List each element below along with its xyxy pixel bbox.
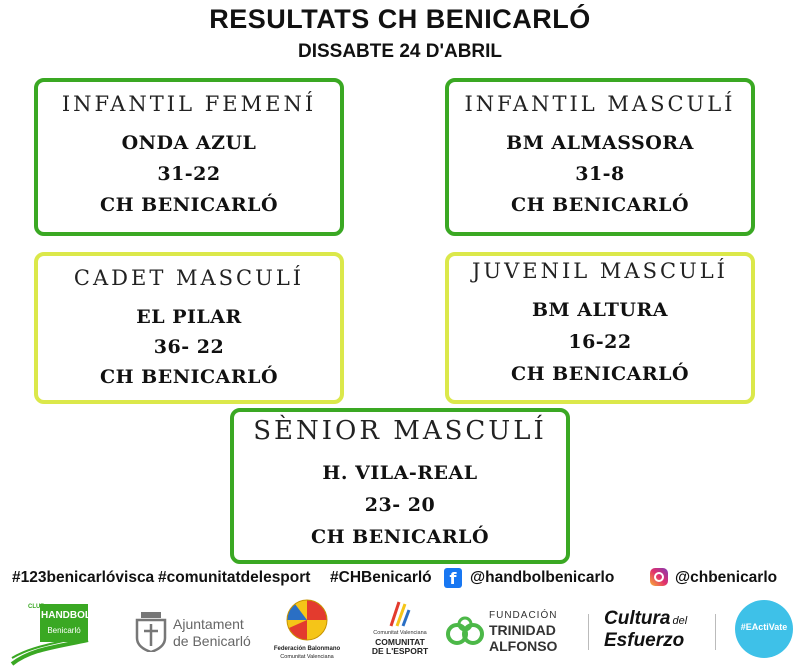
cultura-esfuerzo-line2: Esfuerzo (604, 630, 685, 651)
social-footer: #123benicarlóvisca #comunitatdelesport #… (0, 567, 800, 591)
fundacion-line2: TRINIDAD (489, 622, 556, 638)
ajuntament-line2: de Benicarló (173, 633, 251, 649)
sponsor-logos: CLUB HANDBOL Benicarló Ajuntament de Ben… (0, 594, 800, 671)
ajuntament-line1: Ajuntament (173, 616, 244, 632)
score: 31-22 (157, 163, 221, 185)
handball-ball-icon (286, 599, 328, 641)
club-logo-top: CLUB (28, 604, 45, 610)
comunitat-esport-line1: Comunitat Valenciana (373, 630, 427, 636)
club-logo-graphic (10, 604, 89, 666)
fundacion-icon (446, 616, 484, 645)
hashtag[interactable]: #comunitatdelesport (158, 569, 311, 586)
divider (588, 614, 589, 650)
away-team: CH BENICARLÓ (99, 194, 279, 216)
away-team: CH BENICARLÓ (310, 526, 490, 548)
comunitat-esport-icon (389, 601, 411, 627)
away-team: CH BENICARLÓ (510, 363, 690, 385)
score: 16-22 (568, 331, 632, 353)
fundacion-line1: FUNDACIÓN (489, 610, 558, 621)
home-team: EL PILAR (136, 306, 242, 328)
category-label: JUVENIL MASCULÍ (472, 259, 728, 283)
score: 31-8 (575, 163, 625, 185)
result-card-juvenil-masculi: JUVENIL MASCULÍ BM ALTURA 16-22 CH BENIC… (445, 252, 755, 404)
instagram-handle[interactable]: @chbenicarlo (675, 569, 778, 586)
result-card-senior-masculi: SÈNIOR MASCULÍ H. VILA-REAL 23- 20 CH BE… (230, 408, 570, 564)
home-team: BM ALMASSORA (506, 132, 694, 154)
fundacion-line3: ALFONSO (489, 638, 558, 654)
comunitat-esport-line2: COMUNITAT (375, 637, 425, 647)
federacion-line2: Comunitat Valenciana (280, 654, 334, 660)
eactivate-badge: #EActiVate (735, 600, 793, 658)
federacion-line1: Federación Balonmano (273, 646, 341, 652)
comunitat-esport-line3: DE L'ESPORT (371, 646, 429, 656)
away-team: CH BENICARLÓ (99, 366, 279, 388)
crest-icon (135, 612, 167, 652)
eactivate-label: #EActiVate (740, 622, 788, 632)
home-team: BM ALTURA (532, 299, 668, 321)
category-label: SÈNIOR MASCULÍ (253, 416, 547, 446)
score: 36- 22 (153, 336, 225, 358)
ajuntament-logo: Ajuntament de Benicarló (135, 610, 260, 656)
result-card-cadet-masculi: CADET MASCULÍ EL PILAR 36- 22 CH BENICAR… (34, 252, 344, 404)
divider (715, 614, 716, 650)
cultura-del-word: del (672, 615, 688, 627)
away-team: CH BENICARLÓ (510, 194, 690, 216)
facebook-icon: f (444, 568, 462, 588)
home-team: H. VILA-REAL (322, 462, 478, 484)
comunitat-esport-logo: Comunitat Valenciana COMUNITAT DE L'ESPO… (360, 600, 440, 666)
federacion-logo: Federación Balonmano Comunitat Valencian… (272, 598, 342, 668)
category-label: INFANTIL MASCULÍ (464, 92, 736, 116)
page-title: RESULTATS CH BENICARLÓ (209, 4, 591, 34)
category-label: INFANTIL FEMENÍ (61, 92, 317, 116)
instagram-icon (650, 568, 668, 586)
fundacion-logo: FUNDACIÓN TRINIDAD ALFONSO (445, 608, 585, 658)
page-subtitle: DISSABTE 24 D'ABRIL (297, 41, 503, 62)
club-logo-main: HANDBOL (41, 610, 91, 621)
facebook-handle[interactable]: @handbolbenicarlo (470, 569, 615, 586)
score: 23- 20 (364, 494, 436, 516)
hashtag[interactable]: #123benicarlóvisca (12, 569, 155, 586)
club-logo-sub: Benicarló (47, 626, 81, 635)
result-card-infantil-femeni: INFANTIL FEMENÍ ONDA AZUL 31-22 CH BENIC… (34, 78, 344, 236)
cultura-word: Cultura (604, 608, 671, 629)
hashtag[interactable]: #CHBenicarló (330, 569, 432, 586)
home-team: ONDA AZUL (121, 132, 257, 154)
club-handbol-logo: CLUB HANDBOL Benicarló (10, 600, 91, 666)
category-label: CADET MASCULÍ (73, 266, 305, 290)
result-card-infantil-masculi: INFANTIL MASCULÍ BM ALMASSORA 31-8 CH BE… (445, 78, 755, 236)
